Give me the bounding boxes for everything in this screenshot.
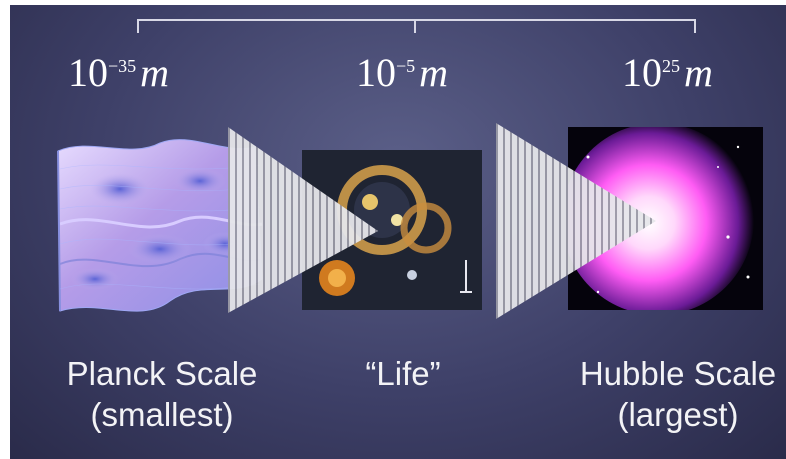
scale-tick-right bbox=[694, 19, 696, 33]
planck-scale-title: Planck Scale bbox=[66, 355, 258, 392]
exponent-power: −5 bbox=[396, 56, 416, 76]
exponent-unit: m bbox=[684, 50, 713, 95]
planck-scale-label: Planck Scale (smallest) bbox=[32, 353, 292, 436]
scale-tick-middle bbox=[414, 19, 416, 33]
planck-scale-subtitle: (smallest) bbox=[90, 396, 234, 434]
exponent-power: 25 bbox=[662, 56, 680, 76]
exponent-power: −35 bbox=[108, 56, 137, 76]
zoom-cone-icon bbox=[228, 127, 378, 313]
exponent-base: 10 bbox=[622, 50, 662, 95]
hubble-scale-title: Hubble Scale bbox=[579, 355, 777, 392]
exponent-unit: m bbox=[419, 50, 449, 95]
life-label: “Life” bbox=[365, 355, 441, 392]
life-cells-icon bbox=[302, 150, 482, 310]
scale-axis-line bbox=[137, 19, 695, 21]
zoom-cone-icon bbox=[496, 123, 656, 319]
hubble-scale-label: Hubble Scale (largest) bbox=[568, 353, 786, 436]
exponent-unit: m bbox=[140, 50, 170, 95]
exponent-base: 10 bbox=[68, 50, 108, 95]
scale-tick-left bbox=[137, 19, 139, 33]
hubble-scale-subtitle: (largest) bbox=[617, 396, 739, 434]
exponent-base: 10 bbox=[356, 50, 396, 95]
